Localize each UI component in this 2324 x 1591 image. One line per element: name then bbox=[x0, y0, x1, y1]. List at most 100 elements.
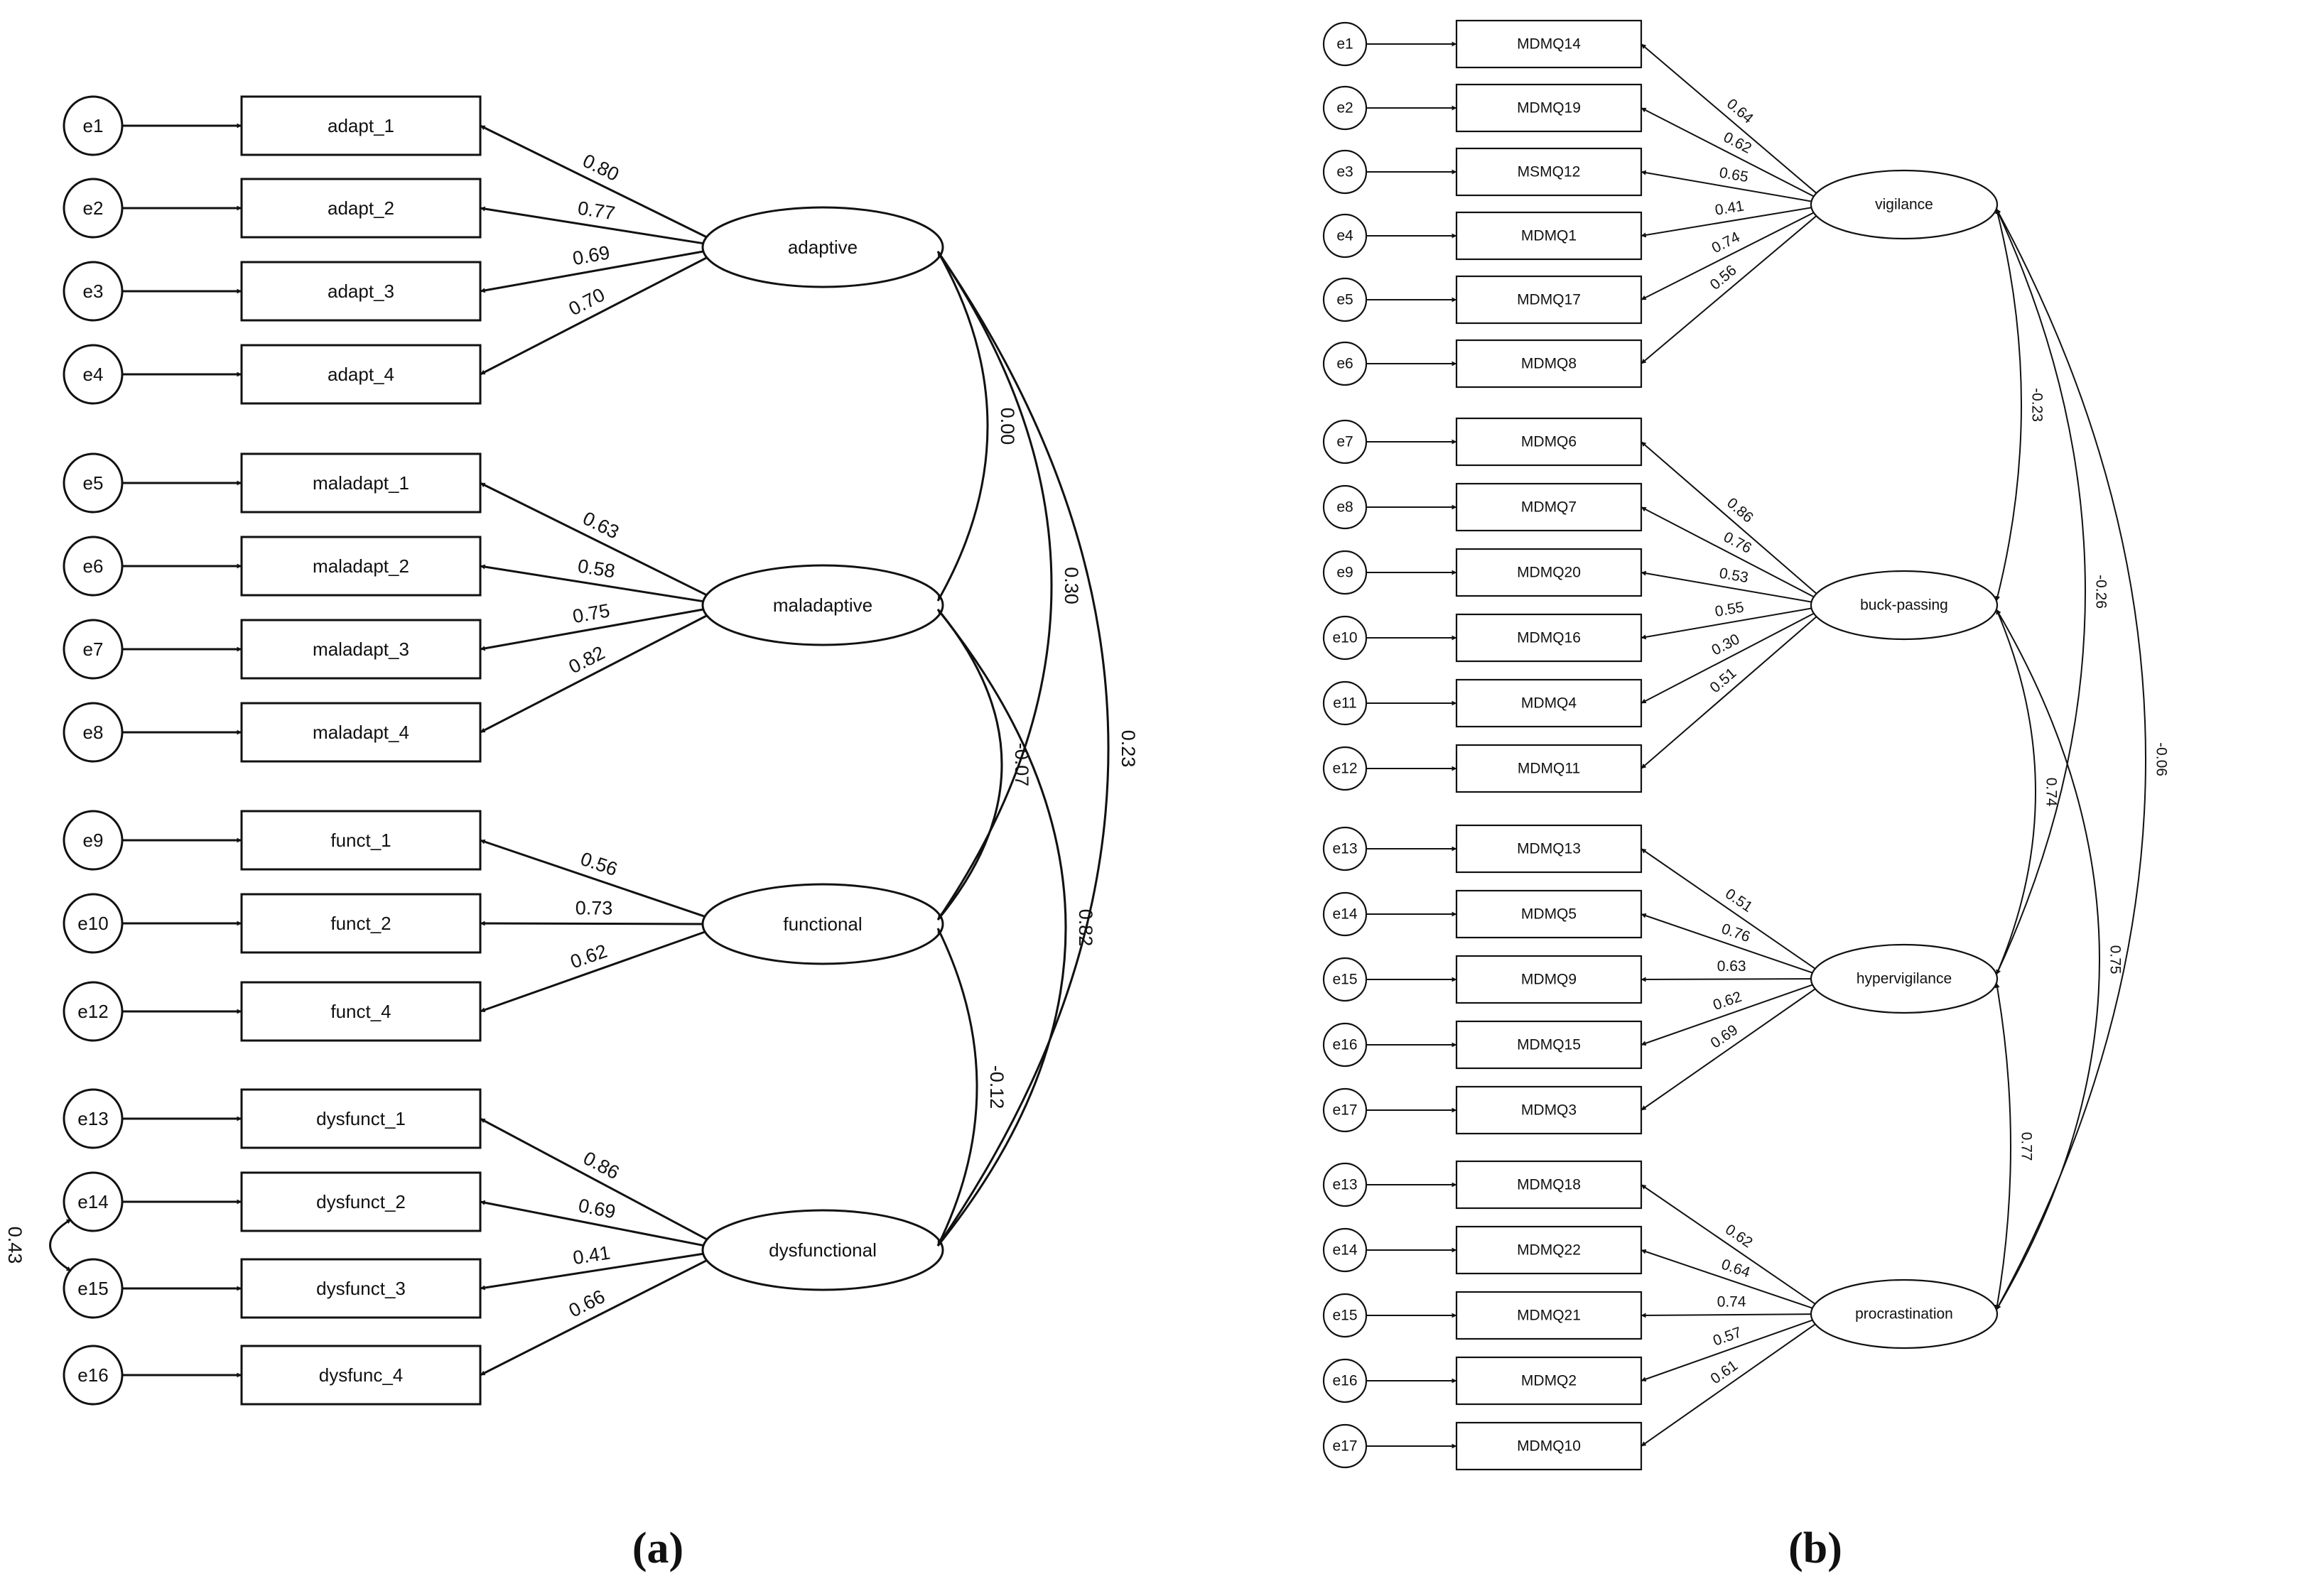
indicator-label: adapt_3 bbox=[328, 281, 394, 302]
covariance-value: -0.26 bbox=[2093, 575, 2109, 609]
loading-value: 0.86 bbox=[1724, 495, 1756, 526]
indicator-label: MDMQ17 bbox=[1517, 292, 1581, 308]
loading-value: 0.77 bbox=[576, 197, 617, 224]
latent-label: procrastination bbox=[1855, 1306, 1953, 1323]
error-label: e7 bbox=[1336, 434, 1353, 450]
indicator-box bbox=[240, 95, 482, 156]
loading-arrow bbox=[1641, 107, 1819, 200]
error-label: e6 bbox=[83, 555, 104, 577]
loading-value: 0.64 bbox=[1724, 96, 1756, 127]
covariance-arc bbox=[936, 609, 1067, 1247]
latent-label: vigilance bbox=[1875, 197, 1933, 213]
indicator-box bbox=[1455, 824, 1643, 874]
loading-arrow bbox=[1641, 986, 1820, 1111]
loading-value: 0.69 bbox=[571, 241, 612, 269]
error-label: e1 bbox=[1336, 36, 1353, 53]
loading-value: 0.61 bbox=[1708, 1357, 1741, 1387]
indicator-label: MDMQ19 bbox=[1517, 100, 1581, 116]
indicator-box bbox=[1455, 417, 1643, 467]
indicator-label: dysfunct_1 bbox=[316, 1108, 406, 1129]
indicator-label: MDMQ14 bbox=[1517, 36, 1581, 53]
loading-arrow bbox=[1641, 1321, 1820, 1447]
indicator-label: MDMQ4 bbox=[1521, 695, 1577, 712]
error-label: e2 bbox=[1336, 100, 1353, 116]
loading-arrow bbox=[480, 839, 713, 921]
error-label: e17 bbox=[1332, 1438, 1357, 1455]
latent-label: dysfunctional bbox=[769, 1239, 877, 1261]
panel-b-caption: (b) bbox=[1788, 1524, 1842, 1573]
error-label: e4 bbox=[83, 364, 104, 385]
error-covariance-arc bbox=[49, 1218, 72, 1272]
loading-arrow bbox=[1641, 913, 1819, 976]
indicator-box bbox=[1455, 744, 1643, 793]
error-label: e17 bbox=[1332, 1102, 1357, 1119]
covariance-value: 0.23 bbox=[1118, 730, 1139, 768]
indicator-label: MDMQ8 bbox=[1521, 356, 1577, 372]
loading-value: 0.63 bbox=[1717, 958, 1746, 974]
error-label: e10 bbox=[1332, 630, 1357, 646]
loading-arrow bbox=[480, 206, 713, 246]
latent-label: hypervigilance bbox=[1857, 971, 1952, 987]
loading-arrow bbox=[1641, 982, 1819, 1046]
indicator-box bbox=[240, 893, 482, 954]
error-label: e11 bbox=[1333, 695, 1356, 712]
loading-value: 0.82 bbox=[566, 642, 608, 678]
indicator-label: MSMQ12 bbox=[1518, 164, 1581, 180]
indicator-label: MDMQ13 bbox=[1517, 841, 1581, 857]
loading-arrow bbox=[480, 921, 713, 926]
latent-node bbox=[701, 206, 944, 288]
covariance-value: 0.00 bbox=[997, 408, 1018, 445]
latent-label: buck-passing bbox=[1860, 597, 1948, 614]
covariance-arc bbox=[1994, 982, 2011, 1310]
loading-arrow bbox=[480, 1200, 713, 1249]
error-label: e15 bbox=[1332, 972, 1357, 988]
error-label: e6 bbox=[1336, 356, 1353, 372]
indicator-box bbox=[1455, 889, 1643, 939]
loading-value: 0.65 bbox=[1718, 164, 1749, 185]
indicator-label: MDMQ1 bbox=[1521, 228, 1577, 244]
loading-arrow bbox=[480, 249, 713, 293]
loading-value: 0.80 bbox=[580, 150, 622, 185]
covariance-arc bbox=[1996, 609, 2036, 975]
error-label: e16 bbox=[1332, 1037, 1357, 1053]
error-label: e10 bbox=[77, 913, 108, 934]
indicator-label: funct_2 bbox=[330, 913, 391, 934]
loading-value: 0.58 bbox=[576, 555, 617, 582]
loading-arrow bbox=[1641, 213, 1820, 364]
indicator-label: MDMQ21 bbox=[1517, 1308, 1581, 1324]
loading-arrow bbox=[1641, 43, 1820, 196]
indicator-box bbox=[1455, 955, 1643, 1004]
indicator-box bbox=[1455, 147, 1643, 197]
indicator-label: MDMQ2 bbox=[1521, 1373, 1577, 1389]
error-label: e8 bbox=[1336, 499, 1353, 516]
covariance-value: -0.23 bbox=[2029, 388, 2045, 422]
error-label: e12 bbox=[1332, 761, 1357, 777]
indicator-label: MDMQ20 bbox=[1517, 565, 1581, 581]
covariance-value: 0.77 bbox=[2018, 1132, 2035, 1161]
loading-arrow bbox=[480, 254, 713, 376]
covariance-arc bbox=[936, 251, 1110, 1247]
covariance-arc bbox=[1996, 208, 2146, 1310]
panel-a-caption: (a) bbox=[632, 1524, 683, 1573]
indicator-box bbox=[1455, 1085, 1643, 1135]
indicator-box bbox=[240, 702, 482, 763]
error-label: e5 bbox=[1336, 292, 1353, 308]
loading-arrow bbox=[480, 1117, 713, 1244]
loading-value: 0.69 bbox=[577, 1195, 617, 1223]
loading-arrow bbox=[480, 1251, 713, 1291]
indicator-box bbox=[1455, 482, 1643, 532]
indicator-label: maladapt_1 bbox=[313, 472, 409, 494]
loading-value: 0.74 bbox=[1709, 229, 1743, 256]
indicator-label: MDMQ11 bbox=[1518, 761, 1580, 777]
covariance-arc bbox=[1995, 208, 2022, 602]
error-label: e1 bbox=[83, 115, 104, 136]
loading-value: 0.51 bbox=[1707, 665, 1739, 696]
error-label: e8 bbox=[83, 722, 104, 743]
indicator-box bbox=[1455, 548, 1643, 597]
covariance-arc bbox=[936, 928, 978, 1247]
loading-value: 0.63 bbox=[580, 507, 622, 543]
error-label: e7 bbox=[83, 639, 104, 660]
latent-node bbox=[1810, 169, 1999, 240]
